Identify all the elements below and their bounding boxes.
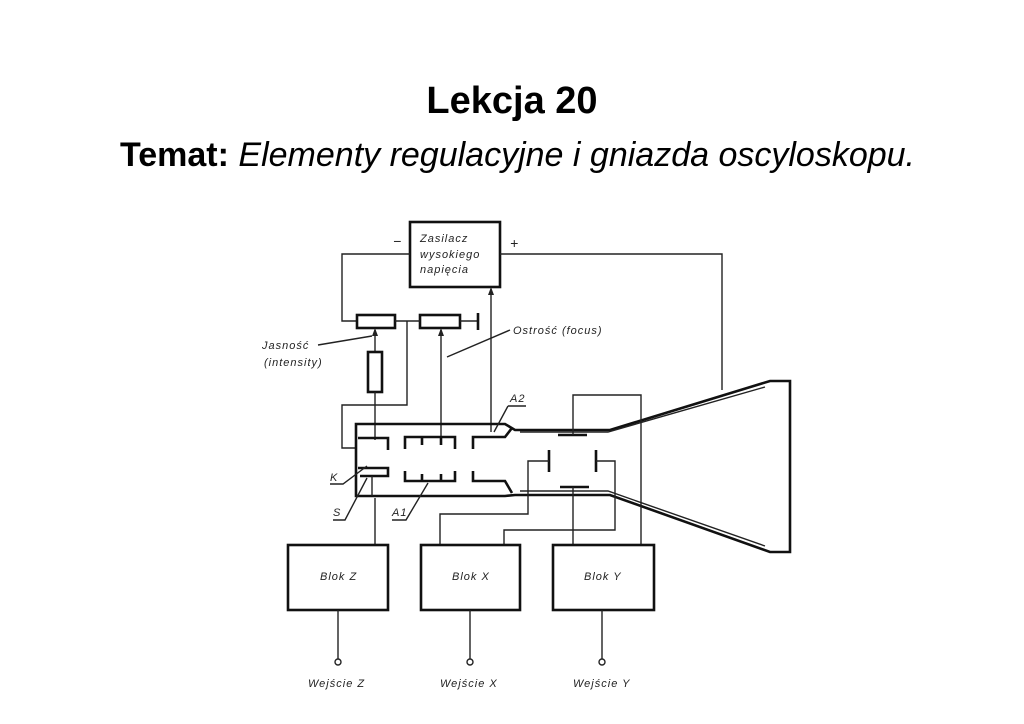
arrow-icon	[372, 328, 378, 336]
deflection-plates	[547, 433, 598, 489]
input-z-socket[interactable]	[334, 658, 342, 666]
block-z-label: Blok Z	[320, 571, 357, 583]
crt-tube	[354, 379, 792, 554]
y-plate-wires	[572, 394, 642, 545]
s-label: S	[333, 507, 341, 519]
a2-label: A2	[509, 393, 525, 405]
brightness-en-label: (intensity)	[264, 357, 323, 369]
leader-line	[493, 405, 526, 433]
x-plate-wires	[439, 460, 616, 545]
power-supply-label-1: Zasilacz	[419, 233, 468, 245]
slide-title: Lekcja 20	[426, 80, 598, 122]
leader-line	[392, 482, 429, 521]
z-wire	[371, 476, 376, 545]
power-supply-label-2: wysokiego	[420, 249, 480, 261]
block-y-label: Blok Y	[584, 571, 622, 583]
power-supply-label-3: napięcia	[420, 264, 469, 276]
focus-label: Ostrość (focus)	[513, 325, 603, 337]
leader-line	[333, 477, 368, 521]
leader-line	[446, 329, 511, 358]
input-z-label: Wejście Z	[308, 678, 365, 690]
subject-text: Elementy regulacyjne i gniazda oscylosko…	[238, 136, 916, 174]
a1-label: A1	[391, 507, 407, 519]
positive-wire	[500, 253, 723, 390]
leader-line	[317, 335, 373, 346]
resistor	[366, 350, 384, 394]
arrow-icon	[488, 287, 494, 295]
anode-a2	[471, 427, 514, 494]
k-label: K	[330, 472, 338, 484]
input-x-socket[interactable]	[466, 658, 474, 666]
block-x-label: Blok X	[452, 571, 490, 583]
negative-wire	[341, 253, 410, 322]
tube-coating	[520, 386, 766, 547]
block-y	[551, 543, 656, 612]
input-wires	[337, 610, 603, 659]
input-x-label: Wejście X	[440, 678, 498, 690]
slide-subject: Temat: Elementy regulacyjne i gniazda os…	[120, 136, 915, 175]
cathode	[358, 436, 390, 478]
brightness-label: Jasność	[261, 340, 309, 352]
leader-line	[330, 465, 368, 485]
anode-a1	[403, 435, 457, 483]
input-y-socket[interactable]	[598, 658, 606, 666]
focus-potentiometer	[418, 313, 462, 330]
input-y-label: Wejście Y	[573, 678, 631, 690]
grid-wire	[341, 321, 408, 449]
subject-label: Temat:	[120, 136, 229, 174]
minus-sign: −	[393, 233, 402, 249]
brightness-potentiometer	[355, 313, 397, 330]
arrow-icon	[438, 328, 444, 336]
plus-sign: +	[510, 235, 519, 251]
